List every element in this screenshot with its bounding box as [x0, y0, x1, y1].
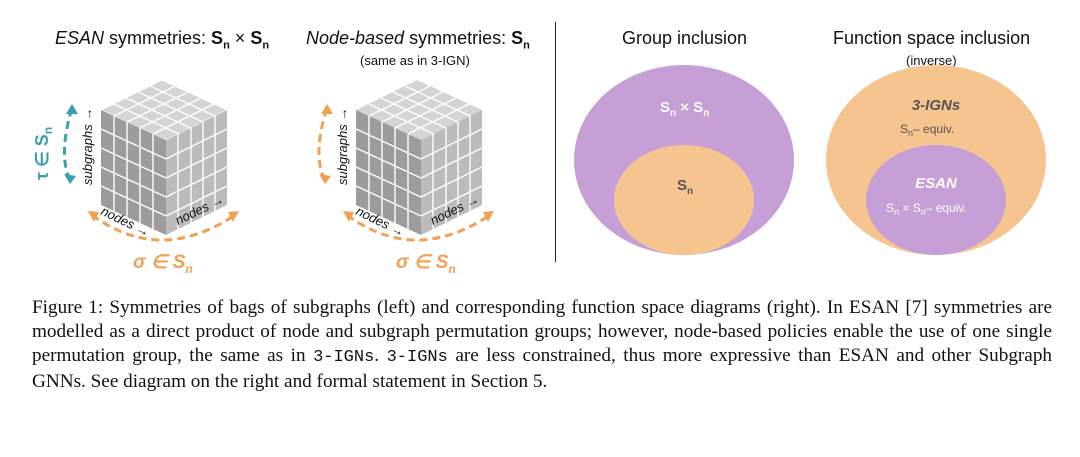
node-title-em: Node-based — [306, 28, 405, 48]
function-outer-label: Sn– equiv. — [900, 122, 954, 138]
node-subgraphs-label: subgraphs → — [335, 108, 350, 185]
esan-sigma-arrowhead-right — [228, 211, 239, 222]
esan-cube-left — [101, 110, 166, 235]
esan-sigma-arrowhead-left — [88, 211, 99, 222]
figure-diagrams: τ ∈ Sn subgraphs → nodes → nodes → σ ∈ S… — [32, 65, 1046, 276]
node-vertical-arrowhead-bottom — [319, 174, 331, 184]
function-inner-title: ESAN — [915, 175, 958, 192]
caption-mono1: 3-IGNs — [313, 348, 375, 367]
node-sigma-label: σ ∈ Sn — [396, 252, 456, 276]
function-inner-ellipse — [866, 145, 1006, 255]
function-panel-title: Function space inclusion — [833, 28, 1031, 48]
group-inner-label: Sn — [677, 177, 693, 197]
esan-title-rest: symmetries: — [104, 28, 212, 48]
node-cube-top — [356, 80, 482, 140]
node-panel-subtitle: (same as in 3-IGN) — [360, 53, 470, 68]
node-sigma-arrowhead-left — [343, 211, 354, 222]
group-outer-label: Sn × Sn — [660, 99, 709, 119]
esan-sym2: S — [250, 28, 263, 48]
figure-caption: Figure 1: Symmetries of bags of subgraph… — [32, 296, 1052, 394]
esan-tau-arrow — [62, 107, 74, 181]
node-panel-title: Node-based symmetries: Sn — [306, 28, 530, 52]
node-sym: S — [511, 28, 524, 48]
node-vertical-arrowhead-top — [321, 104, 333, 114]
panel-divider — [555, 22, 556, 262]
esan-sigma-arrow — [91, 213, 236, 242]
node-sigma-arrow — [346, 213, 491, 242]
node-cube — [355, 80, 483, 235]
node-cube-right — [421, 110, 482, 235]
node-sigma-arrowhead-right — [483, 211, 494, 222]
function-outer-title: 3-IGNs — [912, 97, 960, 114]
node-vertical-arrow — [317, 107, 329, 181]
esan-tau-label: τ ∈ Sn — [32, 127, 55, 180]
esan-sub: n — [223, 39, 230, 52]
esan-cube-right — [166, 110, 227, 235]
esan-tau-arrowhead-top — [66, 104, 78, 114]
esan-title-em: ESAN — [55, 28, 105, 48]
esan-panel-title: ESAN symmetries: Sn × Sn — [55, 28, 269, 52]
esan-tau-arrowhead-bottom — [64, 174, 76, 184]
node-cube-left — [356, 110, 421, 235]
esan-times: × — [229, 28, 251, 48]
caption-part3: are less constrained, thus more expressi… — [32, 345, 1053, 392]
esan-subgraphs-label: subgraphs → — [80, 108, 95, 185]
esan-sym: S — [211, 28, 224, 48]
caption-mono2: 3-IGNs — [386, 348, 448, 367]
esan-cube — [99, 79, 229, 235]
esan-sigma-label: σ ∈ Sn — [133, 252, 193, 276]
group-panel-title: Group inclusion — [622, 28, 748, 48]
caption-part2: . — [374, 345, 387, 366]
caption-part1: Figure 1: Symmetries of bags of subgraph… — [32, 297, 1052, 366]
esan-sub2: n — [262, 39, 270, 52]
function-inner-label: Sn × Sn– equiv. — [886, 201, 967, 217]
node-sub: n — [523, 39, 530, 52]
group-inner-ellipse — [614, 145, 754, 255]
function-panel-subtitle: (inverse) — [906, 53, 957, 68]
node-title-rest: symmetries: — [404, 28, 512, 48]
